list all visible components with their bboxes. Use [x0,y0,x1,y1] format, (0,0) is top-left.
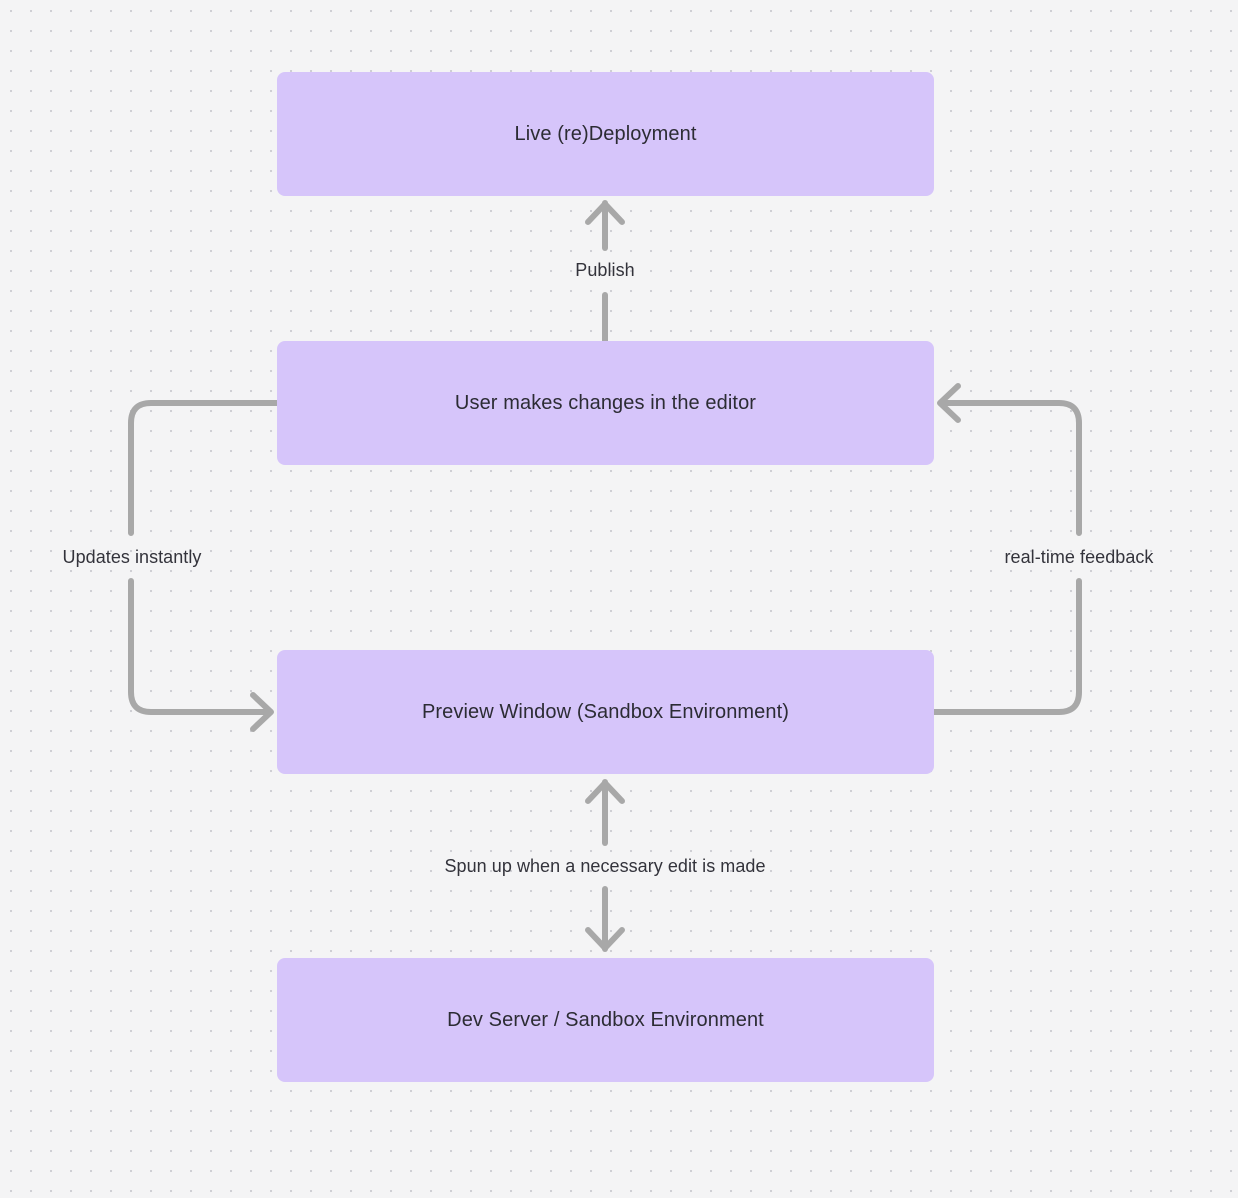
edge-label-real-time-feedback: real-time feedback [1004,547,1154,567]
node-label-preview-window: Preview Window (Sandbox Environment) [421,701,790,723]
node-user-edits[interactable]: User makes changes in the editor [277,341,934,465]
edge-label-publish: Publish [575,260,635,280]
node-live-deployment[interactable]: Live (re)Deployment [277,72,934,196]
node-label-user-edits: User makes changes in the editor [454,392,757,414]
edge-label-spun-up: Spun up when a necessary edit is made [444,856,766,876]
node-label-dev-server: Dev Server / Sandbox Environment [447,1009,764,1031]
node-label-live-deployment: Live (re)Deployment [514,123,697,145]
node-dev-server[interactable]: Dev Server / Sandbox Environment [277,958,934,1082]
node-preview-window[interactable]: Preview Window (Sandbox Environment) [277,650,934,774]
edge-label-updates-instantly: Updates instantly [62,547,202,567]
